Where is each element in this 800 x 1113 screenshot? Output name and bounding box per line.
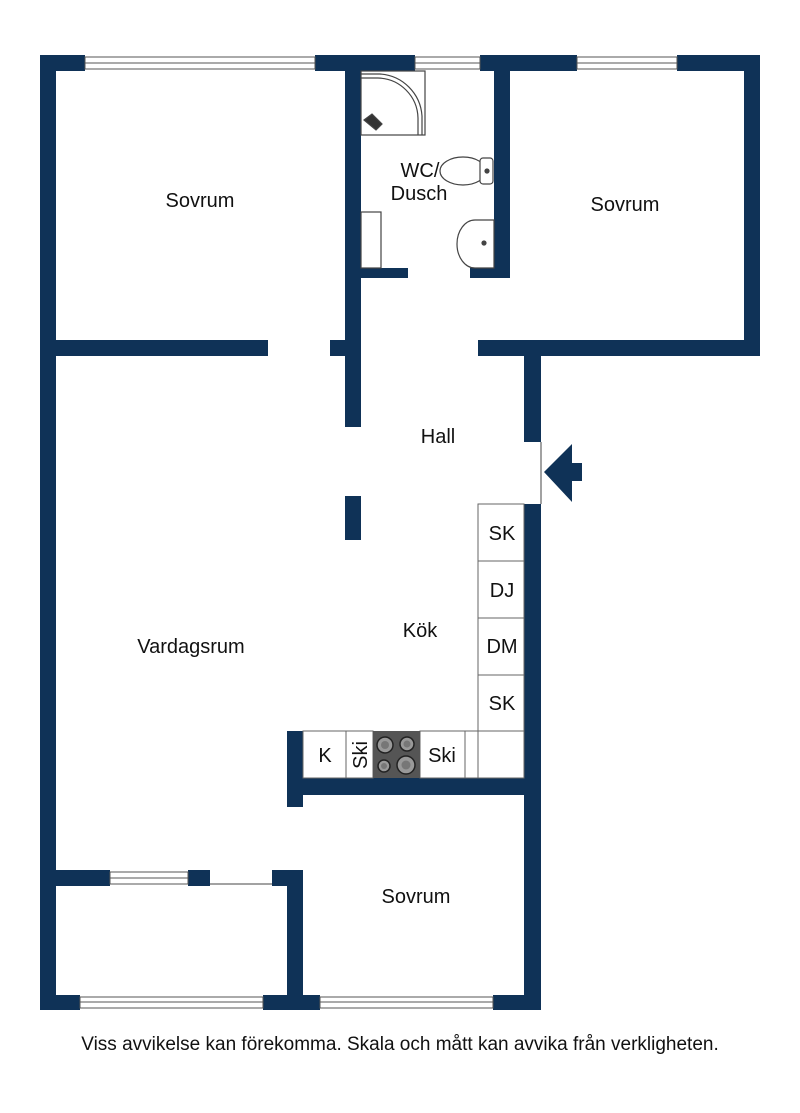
bath-cabinet bbox=[360, 211, 382, 269]
walls bbox=[40, 55, 760, 1010]
room-kitchen: Kök bbox=[403, 620, 438, 642]
label-drawer-left: Ski bbox=[350, 741, 372, 769]
counter-fridge bbox=[302, 730, 347, 779]
counter-drawer-right bbox=[419, 730, 466, 779]
wall-kitchen-left bbox=[287, 731, 303, 807]
room-bathroom-line1: WC/ bbox=[401, 160, 440, 182]
wall-kitchen-bottom bbox=[287, 778, 541, 795]
wall-bath-bottom-left bbox=[345, 268, 408, 278]
counter-corner bbox=[477, 730, 525, 779]
wall-bath-right bbox=[494, 55, 510, 278]
pillar bbox=[345, 496, 361, 540]
wall-hall-right-upper bbox=[524, 340, 541, 442]
label-drawer-right: Ski bbox=[428, 745, 456, 767]
toilet-icon bbox=[439, 156, 494, 186]
bathroom-fixtures bbox=[360, 70, 495, 269]
entrance-arrow-icon bbox=[544, 444, 582, 502]
wall-bottom-left bbox=[40, 995, 80, 1010]
wall-right-upper bbox=[744, 55, 760, 355]
wall-bedroom-bottom-left bbox=[287, 870, 303, 1010]
wall-bottom-right bbox=[493, 995, 541, 1010]
label-cabinet-2: SK bbox=[489, 693, 516, 715]
wall-hall-right-lower bbox=[524, 504, 541, 1010]
room-hall: Hall bbox=[421, 426, 455, 448]
entrance bbox=[540, 442, 582, 504]
wall-bedroom-left-bottom bbox=[40, 340, 268, 356]
disclaimer-text: Viss avvikelse kan förekomma. Skala och … bbox=[81, 1034, 719, 1055]
room-bathroom-line2: Dusch bbox=[391, 183, 448, 205]
wall-top-right bbox=[677, 55, 760, 71]
floor-plan: SK DJ DM SK K Ski Ski Sovrum WC/ Dusch S… bbox=[40, 55, 760, 1010]
stove-hob-icon bbox=[373, 731, 420, 778]
wall-bedroom-right-bottom bbox=[478, 340, 760, 356]
wall-bedroom-bottom-left-top bbox=[272, 870, 303, 886]
wall-bath-bottom-right bbox=[470, 268, 510, 278]
label-dm: DM bbox=[486, 636, 517, 658]
wall-balcony-top-2 bbox=[188, 870, 210, 886]
wall-left bbox=[40, 55, 56, 1010]
room-labels: Sovrum WC/ Dusch Sovrum Hall Kök Vardags… bbox=[137, 160, 659, 908]
shower-icon bbox=[360, 70, 426, 136]
wall-top-mid-1 bbox=[315, 55, 415, 71]
room-living: Vardagsrum bbox=[137, 636, 244, 658]
wall-balcony-top-1 bbox=[40, 870, 110, 886]
kitchen-counters bbox=[302, 503, 525, 779]
counter-drawer-left bbox=[345, 730, 374, 779]
room-bedroom-bottom: Sovrum bbox=[382, 886, 451, 908]
wall-bath-left bbox=[345, 55, 361, 427]
windows bbox=[79, 56, 678, 1009]
counter-dj bbox=[477, 560, 525, 619]
counter-cabinet-1 bbox=[477, 503, 525, 562]
label-dj: DJ bbox=[490, 580, 514, 602]
label-cabinet-1: SK bbox=[489, 523, 516, 545]
interior-walls bbox=[40, 55, 541, 1010]
room-bedroom-top-right: Sovrum bbox=[591, 194, 660, 216]
label-fridge: K bbox=[318, 745, 332, 767]
counter-end bbox=[464, 730, 479, 779]
counter-cabinet-2 bbox=[477, 674, 525, 732]
appliance-labels: SK DJ DM SK K Ski Ski bbox=[318, 523, 517, 769]
sink-icon bbox=[456, 219, 495, 269]
room-bedroom-top-left: Sovrum bbox=[166, 190, 235, 212]
